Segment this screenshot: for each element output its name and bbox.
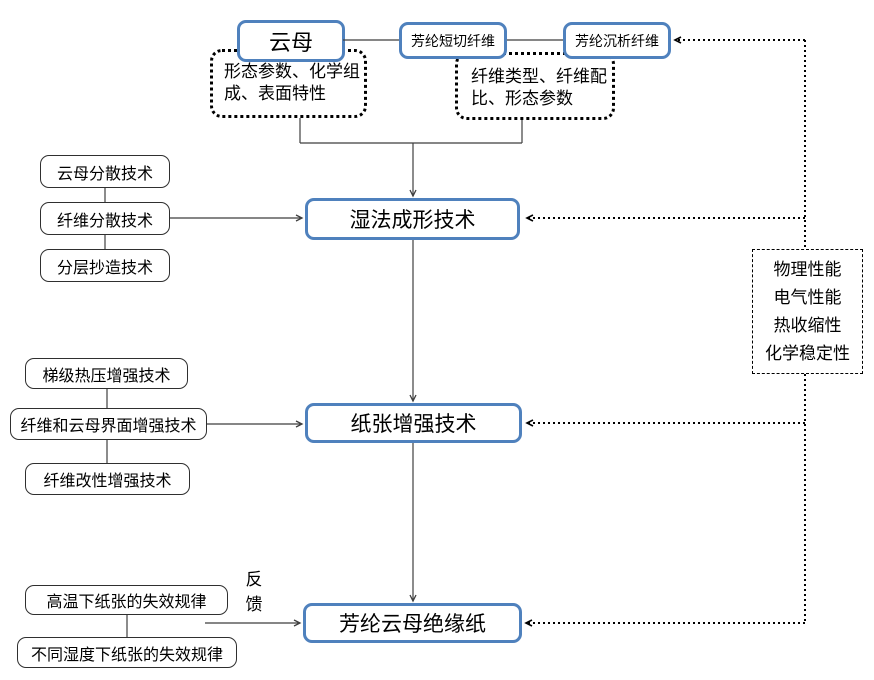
- dispersion-technique-layered: 分层抄造技术: [40, 249, 170, 282]
- reinforcement-technique-interface: 纤维和云母界面增强技术: [10, 408, 207, 440]
- indicator-electrical: 电气性能: [773, 287, 842, 307]
- dispersion-technique-mica-label: 云母分散技术: [56, 165, 153, 183]
- reinforcement-technique-interface-label: 纤维和云母界面增强技术: [20, 418, 197, 435]
- aramid-precipitated-fiber-node: 芳纶沉析纤维: [563, 22, 671, 59]
- dispersion-technique-fiber: 纤维分散技术: [40, 202, 170, 235]
- reinforcement-technique-modification: 纤维改性增强技术: [25, 463, 190, 495]
- failure-study-humidity-label: 不同湿度下纸张的失效规律: [30, 646, 223, 664]
- solid-connector-lines: [104, 39, 563, 637]
- indicator-physical: 物理性能: [773, 259, 842, 279]
- failure-study-humidity: 不同湿度下纸张的失效规律: [17, 637, 237, 668]
- performance-indicators-box: 物理性能 电气性能 热收缩性 化学稳定性: [752, 249, 863, 374]
- reinforcement-technique-modification-label: 纤维改性增强技术: [43, 473, 172, 490]
- feedback-label-text: 反馈: [245, 570, 263, 614]
- feedback-label: 反馈: [242, 567, 266, 617]
- aramid-mica-paper-node: 芳纶云母绝缘纸: [303, 603, 522, 643]
- aramid-mica-paper-label: 芳纶云母绝缘纸: [339, 613, 486, 636]
- dispersion-technique-layered-label: 分层抄造技术: [56, 259, 153, 277]
- failure-study-high-temp-label: 高温下纸张的失效规律: [46, 594, 207, 611]
- wet-forming-node: 湿法成形技术: [305, 198, 520, 240]
- aramid-chopped-fiber-node: 芳纶短切纤维: [399, 22, 507, 59]
- mica-node: 云母: [237, 20, 345, 62]
- paper-reinforcement-label: 纸张增强技术: [350, 413, 477, 436]
- indicator-chemical-stability: 化学稳定性: [765, 343, 850, 363]
- wet-forming-label: 湿法成形技术: [349, 209, 476, 232]
- failure-study-high-temp: 高温下纸张的失效规律: [25, 585, 228, 615]
- aramid-chopped-fiber-label: 芳纶短切纤维: [411, 32, 495, 49]
- dispersion-technique-fiber-label: 纤维分散技术: [56, 212, 153, 230]
- reinforcement-technique-hotpress: 梯级热压增强技术: [25, 358, 188, 389]
- reinforcement-technique-hotpress-label: 梯级热压增强技术: [42, 367, 171, 385]
- fiber-properties-note: 纤维类型、纤维配比、形态参数: [455, 52, 615, 120]
- indicator-thermal-shrinkage: 热收缩性: [773, 315, 842, 335]
- dispersion-technique-mica: 云母分散技术: [40, 155, 170, 188]
- paper-reinforcement-node: 纸张增强技术: [305, 403, 522, 443]
- mica-properties-note-text: 形态参数、化学组成、表面特性: [224, 62, 360, 103]
- fiber-properties-note-text: 纤维类型、纤维配比、形态参数: [471, 67, 607, 108]
- aramid-precipitated-fiber-label: 芳纶沉析纤维: [575, 32, 659, 49]
- mica-label: 云母: [268, 30, 313, 55]
